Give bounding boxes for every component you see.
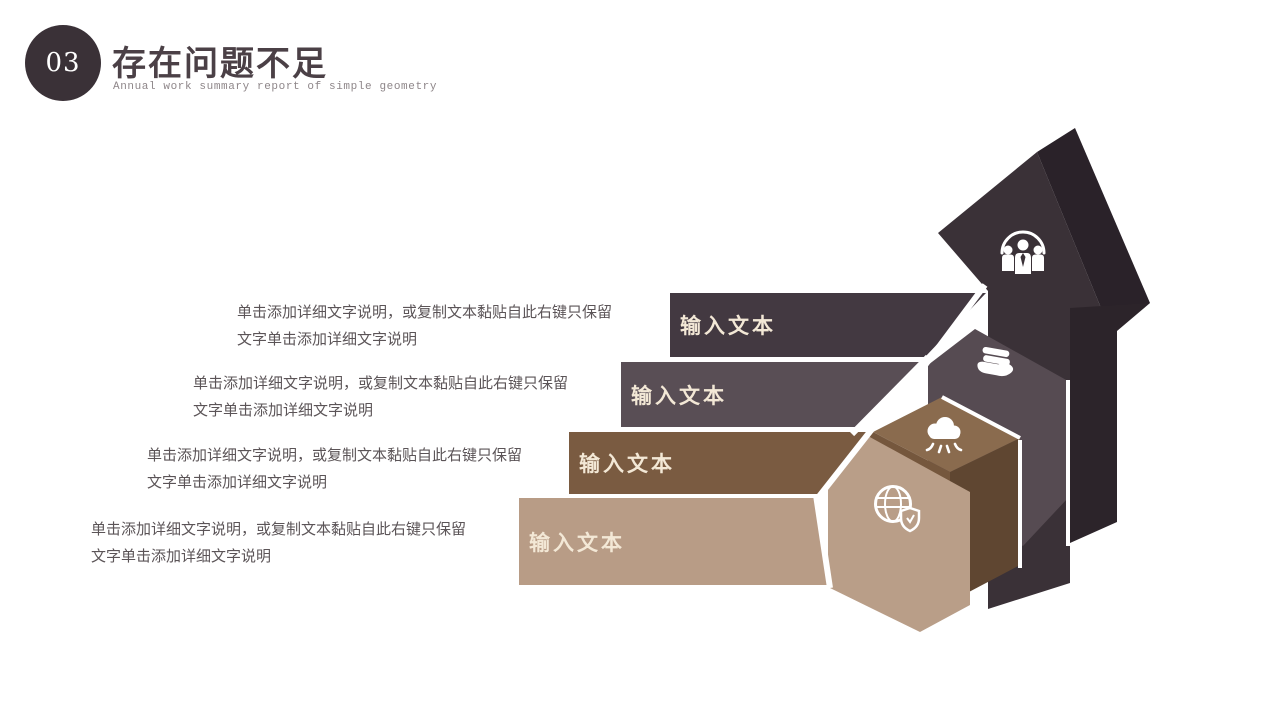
globe-shield-icon: [874, 485, 921, 533]
step-bar-1-label: 输入文本: [680, 313, 776, 338]
page-title: 存在问题不足: [112, 44, 328, 84]
block2-front-face: [928, 329, 1068, 546]
step-description-1-line1: 单击添加详细文字说明，或复制文本黏贴自此右键只保留: [237, 303, 613, 321]
step-description-1-line2: 文字单击添加详细文字说明: [237, 330, 418, 348]
step-description-2-line2: 文字单击添加详细文字说明: [193, 401, 374, 419]
cloud-service-icon: [925, 417, 963, 454]
step-bar-1[interactable]: 输入文本: [670, 293, 986, 357]
step-description-3[interactable]: 单击添加详细文字说明，或复制文本黏贴自此右键只保留 文字单击添加详细文字说明: [147, 442, 525, 496]
section-number-badge: 03: [25, 25, 101, 101]
step-bar-2[interactable]: 输入文本: [621, 362, 922, 427]
step-description-1[interactable]: 单击添加详细文字说明，或复制文本黏贴自此右键只保留 文字单击添加详细文字说明: [237, 299, 615, 353]
step-bar-4[interactable]: 输入文本: [519, 498, 827, 585]
step-bar-2-label: 输入文本: [631, 382, 727, 408]
section-number: 03: [45, 48, 81, 78]
step-description-2[interactable]: 单击添加详细文字说明，或复制文本黏贴自此右键只保留 文字单击添加详细文字说明: [193, 370, 571, 424]
team-icon: [1000, 230, 1046, 274]
step-description-4[interactable]: 单击添加详细文字说明，或复制文本黏贴自此右键只保留 文字单击添加详细文字说明: [91, 516, 469, 570]
arrow-front-face: [938, 152, 1108, 609]
step-bar-4-label: 输入文本: [529, 529, 625, 555]
arrow-head-right-face: [1037, 128, 1150, 325]
hand-holding-layers-icon: [977, 346, 1014, 377]
step-description-2-line1: 单击添加详细文字说明，或复制文本黏贴自此右键只保留: [193, 374, 569, 392]
block3: [828, 397, 1020, 602]
page-subtitle: Annual work summary report of simple geo…: [113, 81, 438, 93]
block3-side-face: [950, 438, 1020, 602]
step-description-4-line2: 文字单击添加详细文字说明: [91, 547, 272, 565]
step-bar-3-label: 输入文本: [579, 451, 675, 476]
step-description-3-line1: 单击添加详细文字说明，或复制文本黏贴自此右键只保留: [147, 446, 523, 464]
block4-front-face: [828, 436, 970, 632]
arrow-column: [938, 128, 1150, 609]
step-bar-3[interactable]: 输入文本: [569, 432, 870, 494]
block3-top-face: [873, 397, 1020, 472]
step-description-4-line1: 单击添加详细文字说明，或复制文本黏贴自此右键只保留: [91, 520, 467, 538]
arrow-side-face: [1070, 303, 1150, 543]
step-description-3-line2: 文字单击添加详细文字说明: [147, 473, 328, 491]
